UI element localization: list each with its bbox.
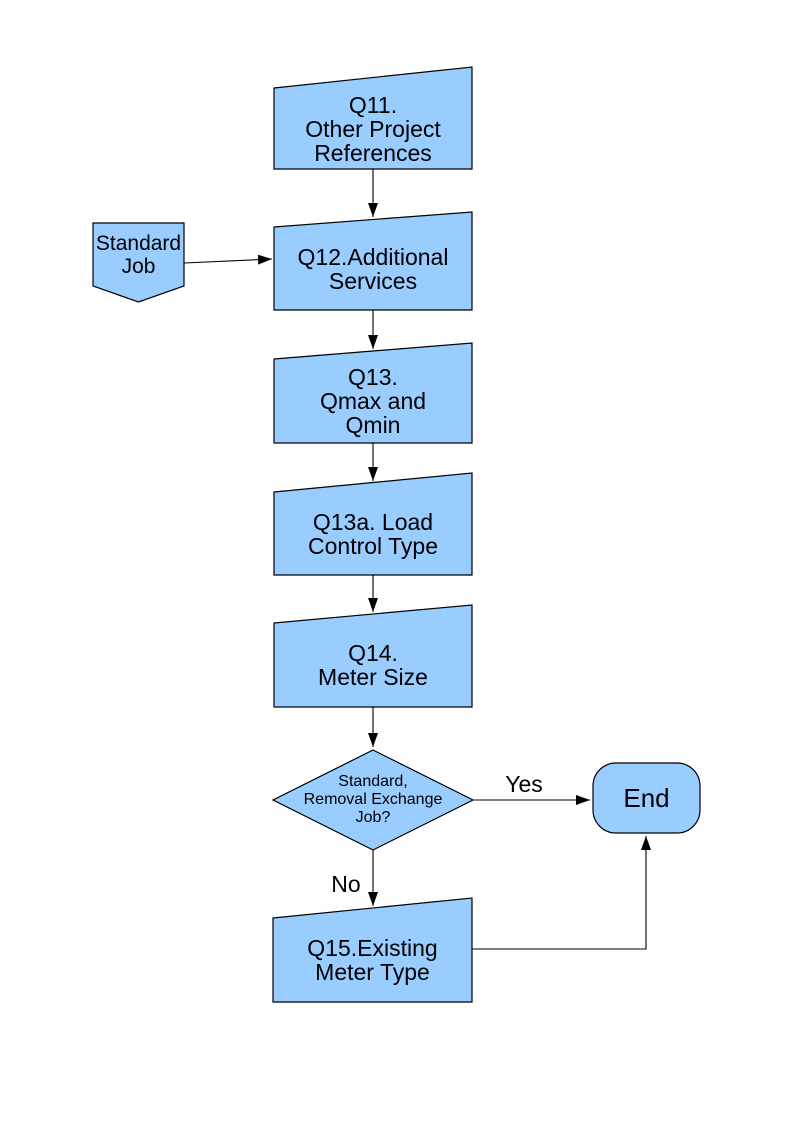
q13-node-label: Q13. Qmax and Qmin	[319, 364, 427, 438]
q15-node-label: Q15.Existing Meter Type	[307, 935, 438, 985]
q13a-node-shape	[273, 472, 473, 576]
q15-node-shape	[272, 897, 473, 1003]
end-terminator-shape	[592, 762, 701, 834]
q14-node-shape	[273, 604, 473, 708]
q13-node-shape	[273, 342, 473, 444]
connector-standardjob-q12	[183, 254, 273, 265]
edge-label-yes: Yes	[505, 771, 543, 797]
q12-node-label: Q12.Additional Services	[297, 243, 449, 294]
q13a-node-label: Q13a. Load Control Type	[308, 508, 438, 559]
q11-node-shape	[273, 66, 473, 170]
standard-job-node-label: Standard Job	[95, 231, 182, 278]
q11-node-label: Q11. Other Project References	[305, 91, 441, 166]
connectors	[183, 169, 651, 950]
q12-node-shape	[273, 211, 473, 311]
connector-q15-end	[472, 836, 651, 950]
q14-node-label: Q14. Meter Size	[318, 640, 428, 690]
end-terminator-label: End	[623, 783, 670, 813]
decision-diamond-label: Standard, Removal Exchange Job?	[303, 773, 443, 826]
node-shapes	[92, 66, 701, 1003]
standard-job-node-shape	[92, 222, 185, 303]
edge-label-no: No	[331, 871, 361, 897]
